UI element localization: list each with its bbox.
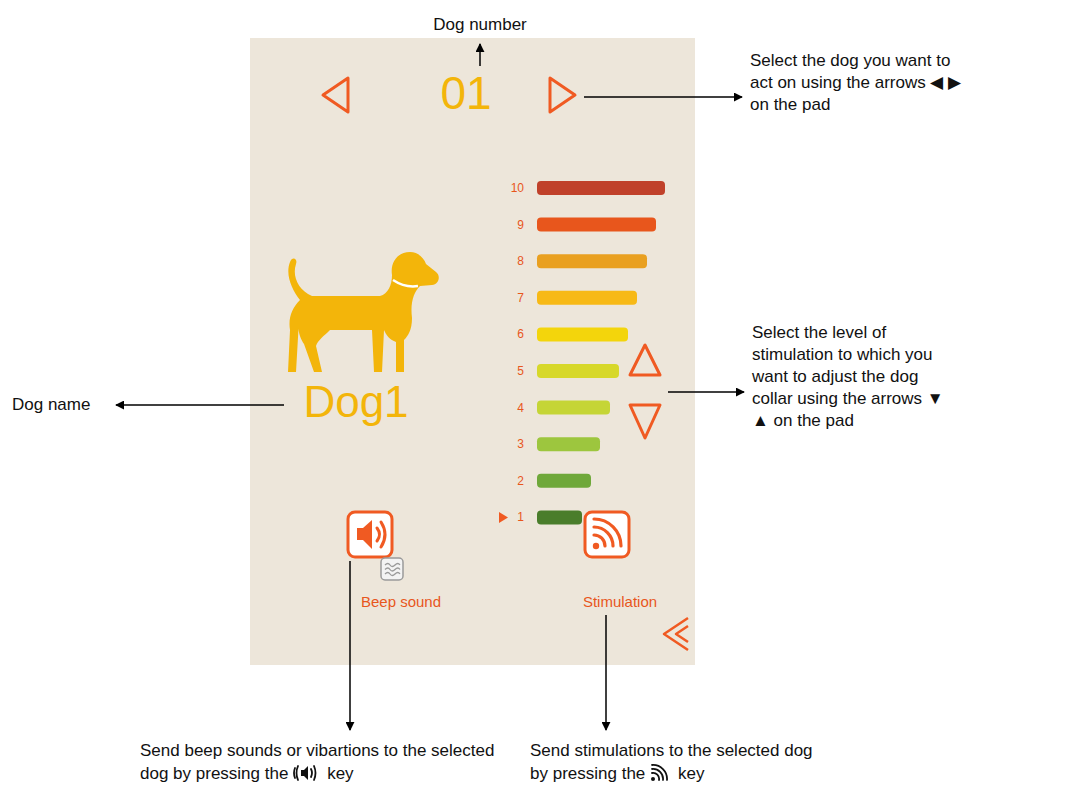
stimulation-icon (585, 512, 629, 557)
level-bar (537, 327, 628, 341)
button-label: Stimulation (583, 594, 657, 609)
callout-text: Select the dog you want to act on using … (750, 50, 965, 116)
button-label: Beep sound (361, 594, 441, 609)
level-number: 1 (517, 511, 524, 523)
device-screen: 01 10 9 8 7 6 5 4 3 2 1 Dog1Beep sound Stimulation (250, 38, 695, 665)
level-marker (499, 512, 508, 523)
callout-title: Dog name (12, 394, 90, 416)
callout-text-part: key (327, 764, 353, 783)
dog-silhouette (288, 252, 439, 372)
level-number: 3 (517, 438, 524, 450)
back-icon (664, 618, 688, 650)
level-number: 8 (517, 255, 524, 267)
level-number: 5 (517, 365, 524, 377)
callout-text: Send stimulations to the selected dog by… (530, 740, 830, 786)
beep-icon (348, 512, 392, 557)
level-up-arrow (630, 345, 660, 375)
callout-text-part: Send beep sounds or vibartions to the se… (140, 741, 494, 783)
level-bar (537, 181, 665, 195)
callout-title: Dog number (433, 14, 527, 36)
level-number: 9 (517, 219, 524, 231)
level-bar (537, 218, 656, 232)
leader-line (668, 391, 744, 393)
vibration-icon (381, 558, 403, 580)
level-bar (537, 291, 637, 305)
dog-name: Dog1 (303, 380, 408, 424)
leader-line (116, 404, 284, 406)
level-bar (537, 401, 610, 415)
leader-line (605, 615, 607, 730)
leader-line (479, 44, 481, 66)
next-dog-arrow (550, 78, 575, 112)
leader-line (349, 561, 351, 730)
leader-line (584, 96, 742, 98)
dog-number: 01 (440, 70, 491, 116)
level-bar (537, 254, 647, 268)
leader-lines (116, 44, 744, 730)
level-down-arrow (630, 405, 660, 438)
beep-key-icon (293, 764, 317, 782)
level-bars (537, 181, 665, 524)
callout-text: Send beep sounds or vibartions to the se… (140, 740, 510, 786)
callout-text: Select the level of stimulation to which… (752, 322, 957, 432)
level-number: 10 (511, 182, 524, 194)
level-bar (537, 474, 591, 488)
level-bar (537, 510, 582, 524)
callout-text-part: Send stimulations to the selected dog by… (530, 741, 813, 783)
level-bar (537, 364, 619, 378)
stimulation-key-icon (650, 764, 668, 782)
level-number: 6 (517, 328, 524, 340)
level-number: 2 (517, 475, 524, 487)
callout-text-part: key (678, 764, 704, 783)
level-bar (537, 437, 600, 451)
screen-background (250, 38, 695, 665)
level-number: 7 (517, 292, 524, 304)
dog-collar (393, 280, 418, 286)
level-number: 4 (517, 402, 524, 414)
previous-dog-arrow (323, 78, 348, 112)
